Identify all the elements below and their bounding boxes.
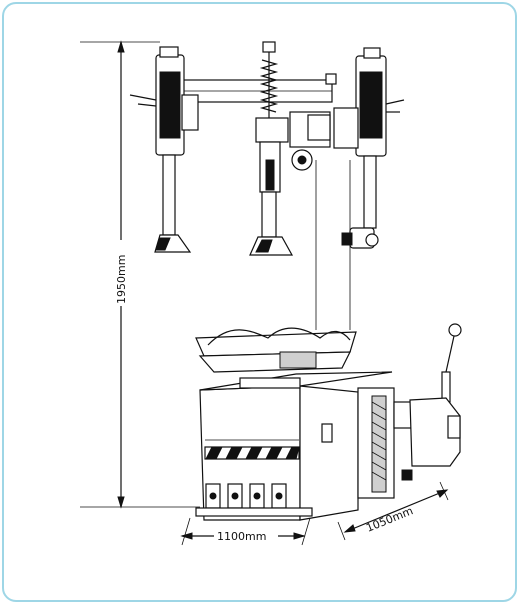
- depth-dimension-label: 1050mm: [364, 504, 415, 535]
- width-dimension: 1100mm: [180, 517, 311, 546]
- height-dimension: 1950mm: [80, 40, 200, 509]
- height-dimension-label: 1950mm: [115, 255, 128, 304]
- width-dimension-label: 1100mm: [217, 530, 266, 543]
- tire-changer-machine-icon: [129, 41, 462, 521]
